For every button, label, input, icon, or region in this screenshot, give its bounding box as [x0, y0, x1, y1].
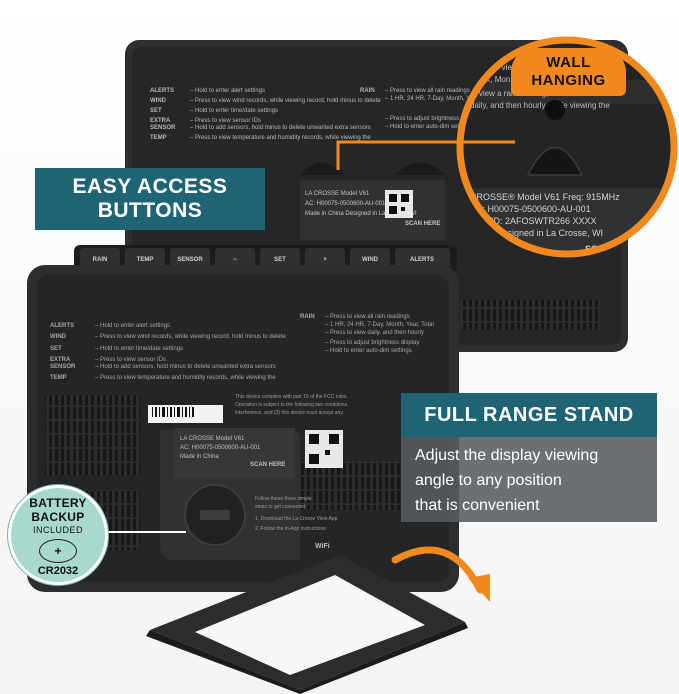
battery-line3: INCLUDED [32, 525, 83, 535]
coin-cell-symbol: + [54, 544, 62, 558]
full-range-line1: Adjust the display viewing [415, 447, 599, 464]
svg-text:RAIN: RAIN [360, 88, 375, 94]
svg-text:WIND: WIND [150, 98, 167, 104]
svg-text:– Press to view temperature an: – Press to view temperature and humidity… [190, 135, 371, 141]
svg-text:– Hold to enter auto-dim setti: – Hold to enter auto-dim settings [325, 348, 412, 354]
svg-text:−: − [233, 257, 237, 263]
svg-text:AC: H00075-0500600-AU-001: AC: H00075-0500600-AU-001 [470, 204, 591, 214]
svg-text:EXTRA: EXTRA [150, 118, 171, 124]
svg-text:+: + [323, 257, 327, 263]
full-range-stand-description: Adjust the display viewing angle to any … [401, 437, 657, 522]
svg-text:– Hold to enter time/date sett: – Hold to enter time/date settings [190, 108, 278, 114]
full-range-line3: that is convenient [415, 497, 540, 514]
wall-hanging-label: WALL HANGING [511, 48, 626, 96]
svg-text:AC: H00075-0500600-AU-001: AC: H00075-0500600-AU-001 [180, 445, 261, 451]
svg-text:ALERTS: ALERTS [50, 323, 74, 329]
coin-cell-icon: + [39, 539, 77, 563]
svg-text:Follow these three simple: Follow these three simple [255, 496, 312, 502]
svg-text:interference, and (2) this dev: interference, and (2) this device must a… [235, 410, 343, 416]
svg-text:daily, and then hourly, while: daily, and then hourly, while viewing th… [470, 101, 610, 110]
svg-text:ALERTS: ALERTS [410, 257, 434, 263]
full-range-stand-title: FULL RANGE STAND [401, 393, 657, 437]
svg-text:SENSOR: SENSOR [150, 125, 176, 131]
battery-model: CR2032 [37, 565, 79, 577]
full-range-title-text: FULL RANGE STAND [424, 403, 634, 426]
svg-text:– 1 HR, 24 HR, 7-Day, Month, Y: – 1 HR, 24 HR, 7-Day, Month, Year, Total [325, 322, 434, 328]
easy-access-line2: BUTTONS [97, 199, 203, 222]
wall-hanging-line2: HANGING [531, 72, 606, 89]
svg-text:– 1 HR, 24 HR, 7-Day, Month, Y: – 1 HR, 24 HR, 7-Day, Month, Year, Total [385, 96, 494, 102]
svg-text:LA CROSSE Model V61: LA CROSSE Model V61 [180, 436, 245, 442]
svg-text:WiFi: WiFi [315, 543, 330, 550]
svg-text:– Press to view sensor IDs: – Press to view sensor IDs [190, 118, 261, 124]
svg-text:RAIN: RAIN [300, 314, 315, 320]
svg-text:– Press to adjust brightness d: – Press to adjust brightness display [385, 116, 479, 122]
svg-text:– Press to view temperature an: – Press to view temperature and humidity… [95, 375, 276, 381]
battery-line1: BATTERY [29, 496, 87, 510]
svg-text:CROSSE® Model V61 Freq: 9: CROSSE® Model V61 Freq: 915MHz [470, 192, 620, 202]
svg-text:SET: SET [50, 346, 62, 352]
svg-text:1. Download the La Crosse View: 1. Download the La Crosse View App [255, 516, 338, 522]
svg-text:– Hold to add sensors, hold mi: – Hold to add sensors, hold minus to del… [190, 125, 371, 131]
svg-text:– Press to adjust brightness d: – Press to adjust brightness display [325, 340, 419, 346]
svg-text:SCAN HERE: SCAN HERE [405, 221, 440, 227]
battery-backup-badge: BATTERY BACKUP INCLUDED + CR2032 [8, 485, 108, 585]
easy-access-line1: EASY ACCESS [72, 175, 228, 198]
svg-text:SENSOR: SENSOR [50, 364, 76, 370]
svg-text:2. Follow the in-App instructi: 2. Follow the in-App instructions [255, 526, 326, 532]
front-device: RAIN TEMP SENSOR − SET + WIND ALERTS ALE… [27, 245, 468, 694]
svg-text:ALERTS: ALERTS [150, 88, 174, 94]
svg-text:SCAN HERE: SCAN HERE [250, 462, 285, 468]
svg-text:– Press to view wind records,: – Press to view wind records, while view… [190, 98, 381, 104]
svg-text:SET: SET [150, 108, 162, 114]
svg-text:This device complies with part: This device complies with part 15 of the… [235, 394, 348, 400]
svg-text:Made in China: Made in China [180, 454, 219, 460]
svg-text:TEMP: TEMP [50, 375, 67, 381]
svg-text:Made in China Designed in La: Made in China Designed in La Crosse, WI [305, 211, 417, 217]
svg-text:China Designed in La Crosse,: China Designed in La Crosse, WI [470, 228, 603, 238]
svg-text:– Press to view wind records,: – Press to view wind records, while view… [95, 334, 286, 340]
wall-hanging-line1: WALL [546, 54, 591, 71]
svg-text:AC: H00075-0500600-AU-001: AC: H00075-0500600-AU-001 [305, 201, 386, 207]
svg-text:RAIN: RAIN [93, 257, 108, 263]
svg-text:SET: SET [274, 257, 286, 263]
battery-line2: BACKUP [31, 510, 85, 524]
svg-text:WIND: WIND [362, 257, 379, 263]
svg-text:EXTRA: EXTRA [50, 357, 71, 363]
svg-text:– Press to view all rain readi: – Press to view all rain readings [325, 314, 410, 320]
svg-text:Operation is subject to the fo: Operation is subject to the following tw… [235, 402, 348, 408]
svg-text:– Hold to enter auto-dim setti: – Hold to enter auto-dim settings [385, 124, 472, 130]
svg-text:TEMP: TEMP [150, 135, 167, 141]
svg-text:– Press to view daily, and the: – Press to view daily, and then hourly [325, 330, 424, 336]
svg-text:steps to get connected:: steps to get connected: [255, 504, 307, 510]
svg-text:SENSOR: SENSOR [177, 257, 203, 263]
svg-text:FCC ID: 2AFOSWTR266 XXXX: FCC ID: 2AFOSWTR266 XXXX [470, 216, 597, 226]
svg-text:– Hold to enter time/date sett: – Hold to enter time/date settings [95, 346, 183, 352]
svg-text:– Hold to add sensors, hold mi: – Hold to add sensors, hold minus to del… [95, 364, 276, 370]
svg-text:– Press to view all rain readi: – Press to view all rain readings [385, 88, 470, 94]
svg-text:– Hold to enter alert settings: – Hold to enter alert settings [190, 88, 265, 94]
easy-access-buttons-callout: EASY ACCESS BUTTONS [35, 168, 265, 230]
svg-text:TEMP: TEMP [137, 257, 154, 263]
svg-text:– Press to view sensor IDs: – Press to view sensor IDs [95, 357, 166, 363]
svg-text:WIND: WIND [50, 334, 67, 340]
svg-text:– Hold to enter alert settings: – Hold to enter alert settings [95, 323, 170, 329]
full-range-line2: angle to any position [415, 472, 562, 489]
svg-text:LA CROSSE Model V61: LA CROSSE Model V61 [305, 191, 370, 197]
